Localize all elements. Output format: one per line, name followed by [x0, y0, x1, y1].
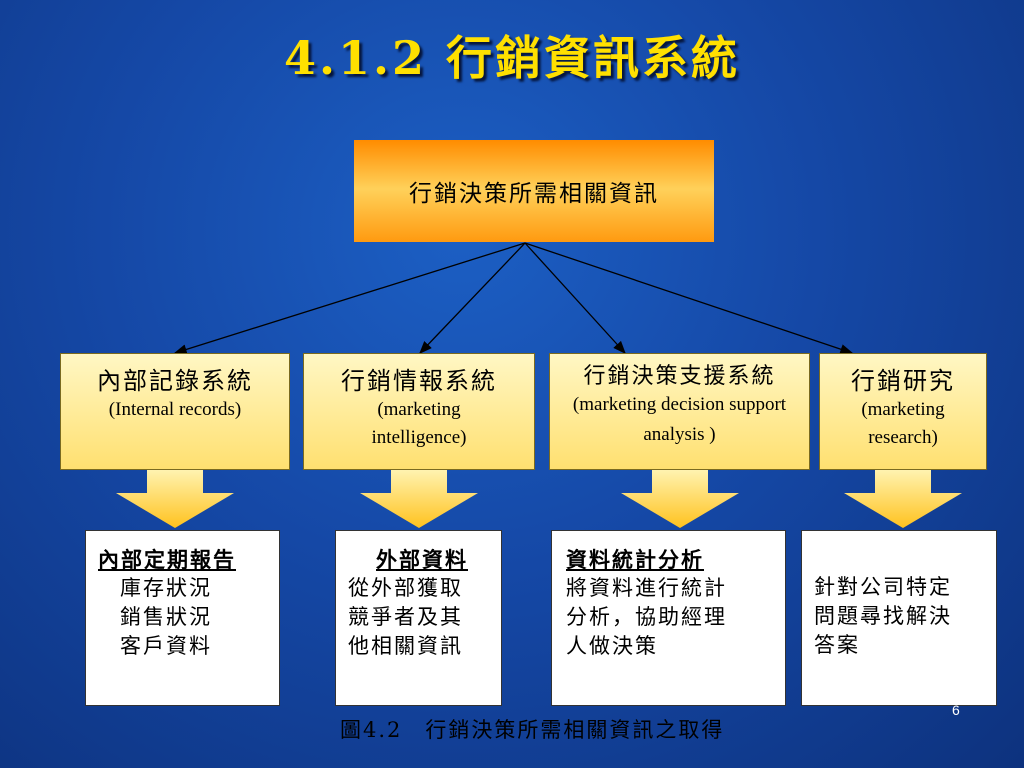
- figure-caption: 圖4.2 行銷決策所需相關資訊之取得: [340, 718, 725, 742]
- output-line: 分析，協助經理: [566, 605, 727, 629]
- output-line: 他相關資訊: [348, 634, 463, 658]
- page-number: 6: [952, 702, 960, 718]
- down-arrow-internal-records: [116, 470, 234, 528]
- output-line: 將資料進行統計: [566, 576, 727, 600]
- slide-title: 4.1.2 行銷資訊系統: [283, 31, 741, 85]
- output-heading: 內部定期報告: [98, 547, 236, 572]
- system-en-label: (marketing intelligence): [371, 399, 467, 448]
- output-box-statistical-analysis: 資料統計分析 將資料進行統計 分析，協助經理 人做決策: [551, 530, 786, 706]
- output-line: 競爭者及其: [348, 605, 463, 629]
- system-box-marketing-intelligence: 行銷情報系統 (marketing intelligence): [303, 353, 535, 470]
- down-arrow-marketing-research: [844, 470, 962, 528]
- down-arrow-marketing-intelligence: [360, 470, 478, 528]
- system-box-internal-records: 內部記錄系統 (Internal records): [60, 353, 290, 470]
- system-zh-label: 內部記錄系統: [97, 367, 253, 395]
- connector-line-internal-records: [173, 242, 526, 355]
- output-box-research-solutions: 針對公司特定 問題尋找解決 答案: [801, 530, 997, 706]
- system-zh-label: 行銷情報系統: [341, 367, 497, 395]
- output-line: 客戶資料: [120, 634, 212, 658]
- down-arrow-decision-support: [621, 470, 739, 528]
- system-en-label: (marketing decision support analysis ): [572, 394, 787, 445]
- output-line: 答案: [814, 633, 860, 657]
- system-zh-label: 行銷研究: [851, 367, 955, 395]
- output-heading: 外部資料: [376, 547, 468, 572]
- output-box-internal-reports: 內部定期報告 庫存狀況 銷售狀況 客戶資料: [85, 530, 280, 706]
- system-box-decision-support: 行銷決策支援系統 (marketing decision support ana…: [549, 353, 810, 470]
- output-line: 銷售狀況: [120, 605, 212, 629]
- output-line: 從外部獲取: [348, 576, 463, 600]
- top-box-label: 行銷決策所需相關資訊: [409, 181, 659, 207]
- system-en-label: (marketing research): [861, 399, 945, 448]
- connector-line-marketing-research: [524, 242, 854, 355]
- output-line: 人做決策: [566, 634, 658, 658]
- connector-line-decision-support: [524, 242, 626, 354]
- output-heading: 資料統計分析: [566, 547, 704, 572]
- system-box-marketing-research: 行銷研究 (marketing research): [819, 353, 987, 470]
- output-line: 庫存狀況: [120, 576, 212, 600]
- connector-line-marketing-intelligence: [419, 242, 526, 354]
- system-zh-label: 行銷決策支援系統: [583, 364, 776, 389]
- output-box-external-data: 外部資料 從外部獲取 競爭者及其 他相關資訊: [335, 530, 502, 706]
- output-line: 針對公司特定: [814, 575, 952, 599]
- system-en-label: (Internal records): [108, 399, 242, 420]
- output-line: 問題尋找解決: [814, 604, 952, 628]
- top-box-decision-information: 行銷決策所需相關資訊: [354, 140, 714, 242]
